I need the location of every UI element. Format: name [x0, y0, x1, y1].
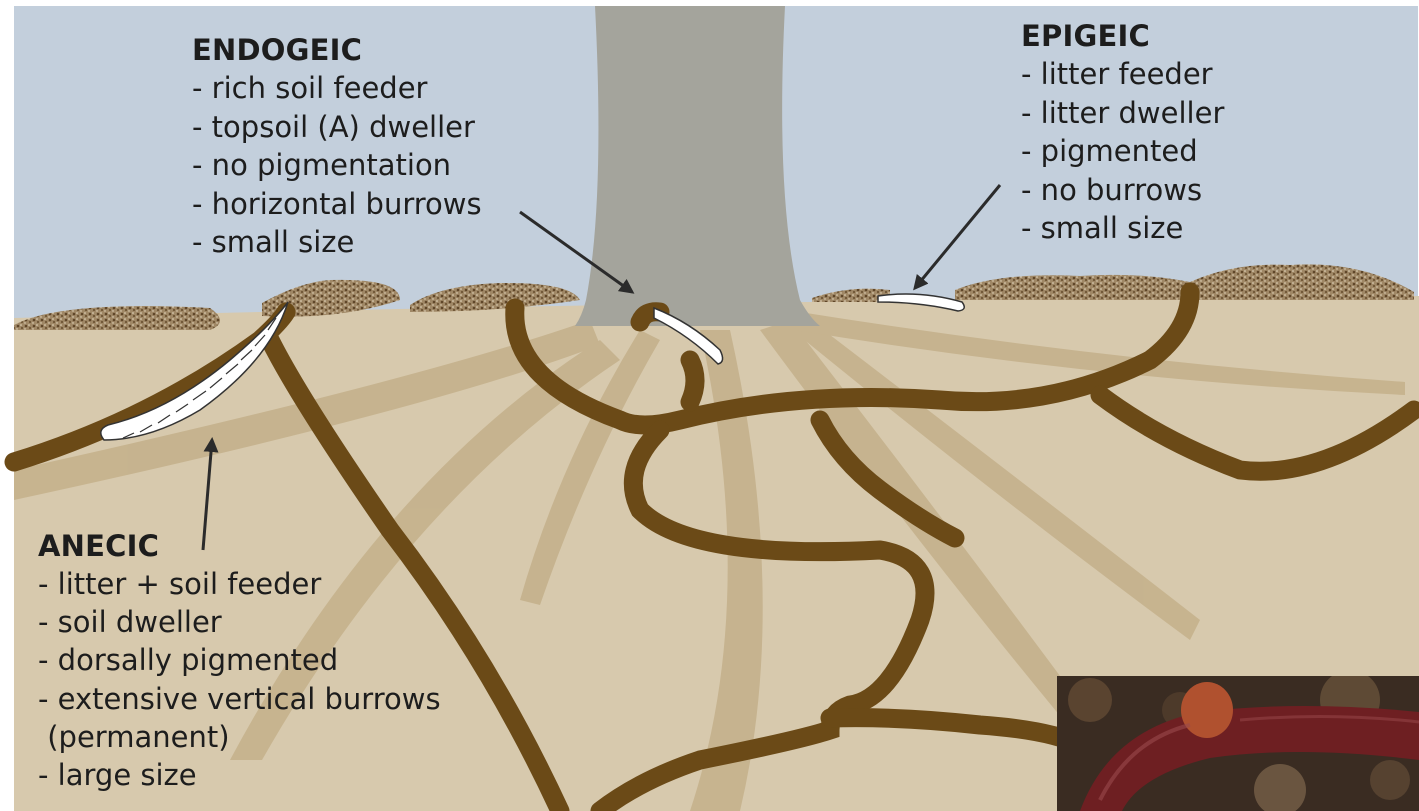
epigeic-label: EPIGEIC - litter feeder - litter dweller…	[1021, 17, 1224, 248]
anecic-trait: (permanent)	[38, 718, 441, 756]
epigeic-trait: - litter feeder	[1021, 55, 1224, 94]
endogeic-trait: - topsoil (A) dweller	[192, 108, 482, 147]
epigeic-trait: - small size	[1021, 209, 1224, 248]
earthworm-photo	[1057, 670, 1419, 811]
anecic-trait: - extensive vertical burrows	[38, 680, 441, 718]
endogeic-traits: - rich soil feeder - topsoil (A) dweller…	[192, 69, 482, 262]
epigeic-title: EPIGEIC	[1021, 17, 1224, 55]
anecic-title: ANECIC	[38, 527, 441, 565]
anecic-trait: - litter + soil feeder	[38, 565, 441, 603]
anecic-trait: - soil dweller	[38, 603, 441, 641]
burrow-link	[690, 360, 695, 402]
epigeic-trait: - no burrows	[1021, 171, 1224, 210]
epigeic-trait: - pigmented	[1021, 132, 1224, 171]
endogeic-trait: - small size	[192, 223, 482, 262]
trunk-base	[575, 300, 820, 326]
endogeic-trait: - no pigmentation	[192, 146, 482, 185]
anecic-trait: - dorsally pigmented	[38, 641, 441, 679]
anecic-traits: - litter + soil feeder - soil dweller - …	[38, 565, 441, 794]
endogeic-title: ENDOGEIC	[192, 31, 482, 69]
endogeic-label: ENDOGEIC - rich soil feeder - topsoil (A…	[192, 31, 482, 262]
epigeic-traits: - litter feeder - litter dweller - pigme…	[1021, 55, 1224, 248]
tree-trunk	[586, 6, 800, 300]
anecic-label: ANECIC - litter + soil feeder - soil dwe…	[38, 527, 441, 794]
endogeic-trait: - rich soil feeder	[192, 69, 482, 108]
endogeic-trait: - horizontal burrows	[192, 185, 482, 224]
anecic-trait: - large size	[38, 756, 441, 794]
epigeic-trait: - litter dweller	[1021, 94, 1224, 133]
